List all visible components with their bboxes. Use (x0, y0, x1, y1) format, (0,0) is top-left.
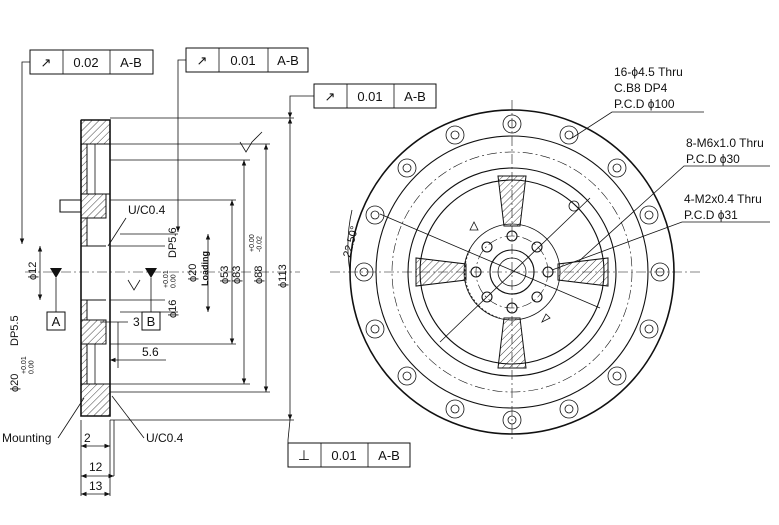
label-chamfer-top: U/C0.4 (128, 203, 166, 217)
dim-d83: ϕ83 (231, 266, 243, 284)
tolerance-value: 0.01 (230, 53, 255, 68)
datum-a: A (46, 311, 66, 331)
horizontal-dimensions (80, 321, 166, 497)
tolerance-frame-2: ↗ 0.01 A-B (175, 47, 309, 232)
tolerance-value: 0.02 (73, 55, 98, 70)
tol-d16: +0.010.00 (163, 270, 177, 288)
dim-w12: 12 (89, 460, 103, 474)
tolerance-value: 0.01 (331, 448, 356, 463)
dim-w13: 13 (89, 479, 103, 493)
callout-m2-2: P.C.D ϕ31 (684, 208, 738, 222)
m6-holes (470, 200, 580, 314)
dim-w5-6: 5.6 (142, 345, 159, 359)
dim-d113: ϕ113 (277, 264, 289, 288)
dim-d20-left: ϕ20 (9, 374, 21, 392)
tolerance-datum: A-B (120, 55, 142, 70)
tolerance-datum: A-B (404, 89, 426, 104)
front-view (330, 100, 700, 440)
bolt-holes (354, 114, 670, 430)
callout-holes16-3: P.C.D ϕ100 (614, 97, 675, 111)
perpendicularity-symbol: ⊥ (298, 447, 310, 463)
vertical-dimensions (37, 117, 294, 421)
dim-d16: ϕ16 (167, 300, 179, 318)
tol-d83: +0.00-0.02 (249, 234, 263, 252)
datum-triangle-b (145, 268, 157, 278)
callout-holes16-1: 16-ϕ4.5 Thru (614, 65, 683, 79)
tolerance-frame-4: ⊥ 0.01 A-B (287, 419, 411, 468)
svg-text:B: B (147, 314, 156, 329)
tolerance-datum: A-B (378, 448, 400, 463)
callout-holes16-2: C.B8 DP4 (614, 81, 668, 95)
rotation-arrows (464, 221, 551, 323)
dim-w3: 3 (133, 315, 140, 329)
tolerance-value: 0.01 (357, 89, 382, 104)
callout-m2-1: 4-M2x0.4 Thru (684, 192, 762, 206)
callout-m6-2: P.C.D ϕ30 (686, 152, 740, 166)
angle-label: 22.50° (341, 225, 361, 259)
runout-symbol: ↗ (325, 89, 336, 104)
datum-triangle-a (50, 268, 62, 278)
svg-text:A: A (52, 314, 61, 329)
tol-d20-left: +0.010.00 (21, 356, 35, 374)
runout-symbol: ↗ (197, 53, 208, 68)
datum-b: B (141, 311, 161, 331)
label-mounting: Mounting (2, 431, 51, 445)
callout-m6-1: 8-M6x1.0 Thru (686, 136, 764, 150)
dim-d12: ϕ12 (27, 262, 39, 280)
dim-d53: ϕ53 (219, 266, 231, 284)
tolerance-frame-3: ↗ 0.01 A-B (287, 83, 437, 118)
runout-symbol: ↗ (41, 55, 52, 70)
label-chamfer-bottom: U/C0.4 (146, 431, 184, 445)
dim-d20: ϕ20 (187, 264, 199, 282)
label-loading: Loading (200, 251, 210, 286)
tolerance-frame-1: ↗ 0.02 A-B (19, 49, 154, 244)
tolerance-datum: A-B (277, 53, 299, 68)
label-dp-left: DP5.5 (9, 315, 21, 346)
label-dp-bore: DP5.6 (167, 227, 179, 258)
dim-d88: ϕ88 (253, 266, 265, 284)
section-view (25, 119, 300, 417)
dim-w2: 2 (84, 431, 91, 445)
